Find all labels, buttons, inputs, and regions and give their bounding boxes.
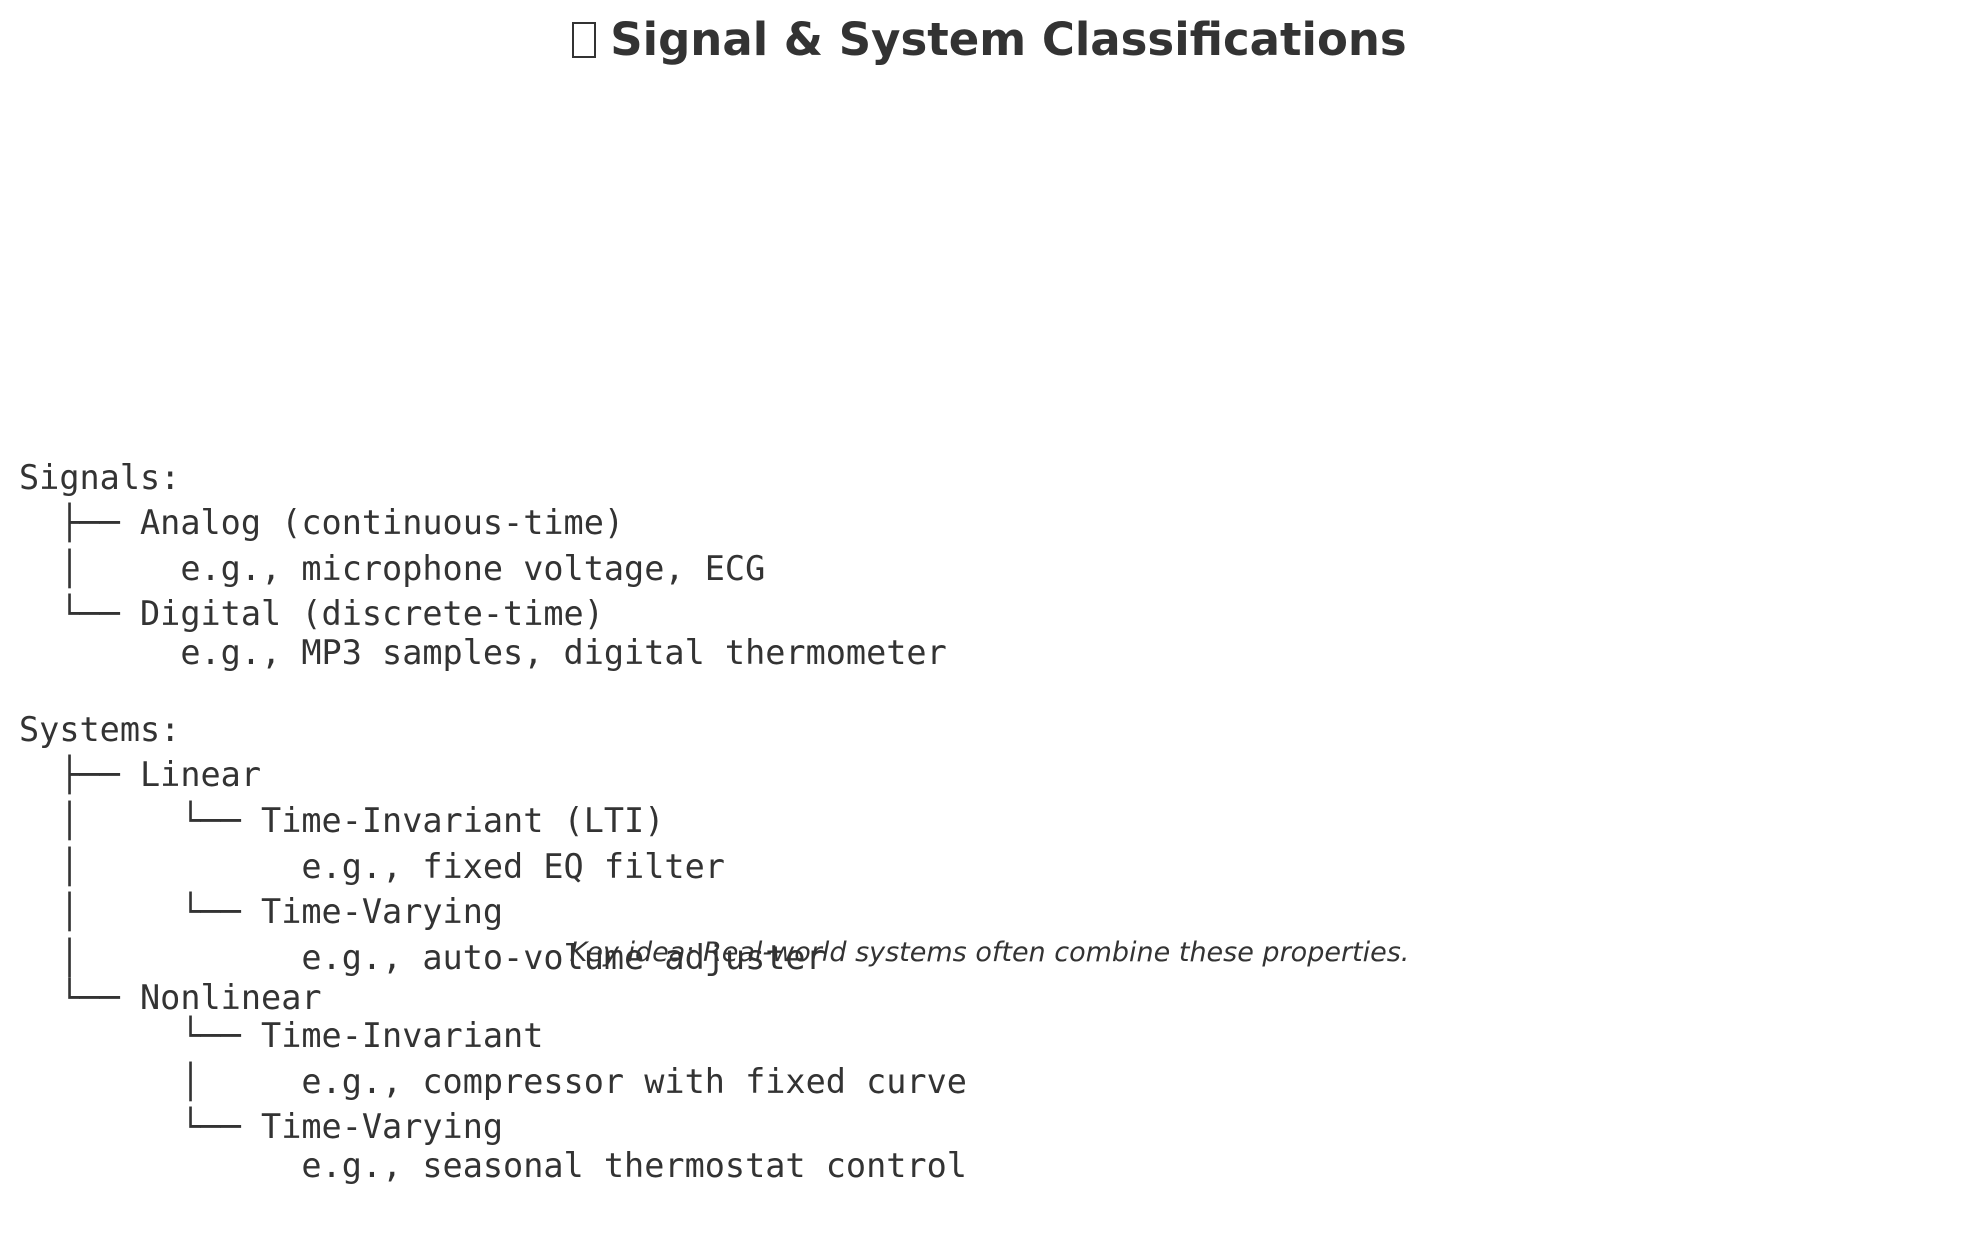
box-icon — [572, 22, 597, 58]
page-title-text: Signal & System Classifications — [610, 13, 1407, 66]
tree-line-linear-lti: │ └── Time-Invariant (LTI) — [19, 801, 665, 840]
tree-line-systems-heading: Systems: — [19, 710, 181, 749]
key-idea-note: Key idea: Real-world systems often combi… — [569, 937, 1410, 968]
tree-line-digital: └── Digital (discrete-time) — [19, 594, 604, 633]
tree-line-nonlinear-time-varying-example: e.g., seasonal thermostat control — [19, 1146, 967, 1185]
tree-line-linear: ├── Linear — [19, 755, 262, 794]
tree-line-linear-time-varying-example: │ e.g., auto-volume adjuster — [19, 938, 826, 977]
tree-line-analog-example: │ e.g., microphone voltage, ECG — [19, 549, 766, 588]
tree-line-signals-heading: Signals: — [19, 458, 181, 497]
tree-line-nonlinear-time-invariant: └── Time-Invariant — [19, 1016, 544, 1055]
tree-line-linear-lti-example: │ e.g., fixed EQ filter — [19, 847, 725, 886]
tree-line-analog: ├── Analog (continuous-time) — [19, 503, 625, 542]
tree-line-linear-time-varying: │ └── Time-Varying — [19, 892, 504, 931]
page-title: Signal & System Classifications — [0, 12, 1979, 68]
tree-line-nonlinear-time-invariant-example: │ e.g., compressor with fixed curve — [19, 1062, 967, 1101]
tree-line-nonlinear-time-varying: └── Time-Varying — [19, 1107, 504, 1146]
tree-line-digital-example: e.g., MP3 samples, digital thermometer — [19, 633, 947, 672]
tree-line-nonlinear: └── Nonlinear — [19, 978, 322, 1017]
